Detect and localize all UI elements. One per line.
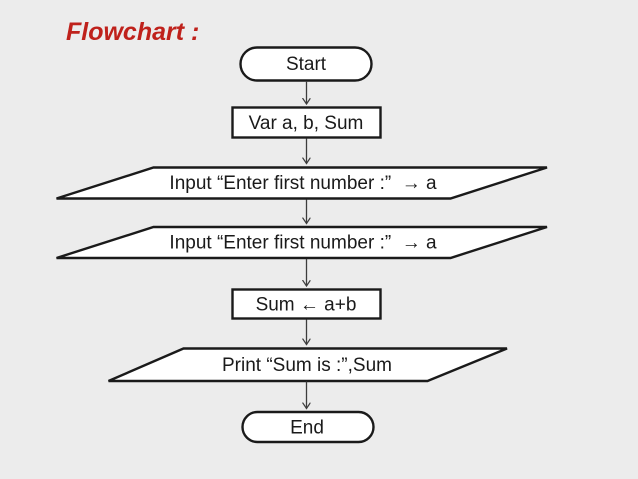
- print-parallelogram-shape: [108, 347, 508, 383]
- input-1-label: Input “Enter first number :” → a: [169, 173, 437, 194]
- end-terminator-shape: [241, 410, 375, 444]
- input-2-parallelogram-shape: [56, 225, 548, 260]
- start-label: Start: [286, 54, 327, 75]
- flowchart-node-sum: Sum ← a+b: [231, 288, 382, 320]
- flowchart-node-start: Start: [239, 46, 373, 82]
- sum-label: Sum ← a+b: [256, 295, 357, 316]
- flowchart-node-declare: Var a, b, Sum: [231, 106, 382, 139]
- end-label: End: [290, 418, 324, 439]
- input-2-label: Input “Enter first number :” → a: [169, 233, 437, 254]
- flowchart-node-end: End: [241, 410, 375, 444]
- flowchart-node-input-1: Input “Enter first number :” → a: [56, 166, 548, 200]
- declare-process-shape: [231, 106, 382, 139]
- sum-process-shape: [231, 288, 382, 320]
- input-1-parallelogram-shape: [56, 166, 548, 200]
- start-terminator-shape: [239, 46, 373, 82]
- flowchart-node-print: Print “Sum is :”,Sum: [108, 347, 508, 383]
- print-label: Print “Sum is :”,Sum: [222, 355, 392, 376]
- flowchart-node-input-2: Input “Enter first number :” → a: [56, 225, 548, 260]
- page-title: Flowchart :: [66, 18, 199, 46]
- declare-label: Var a, b, Sum: [249, 113, 364, 134]
